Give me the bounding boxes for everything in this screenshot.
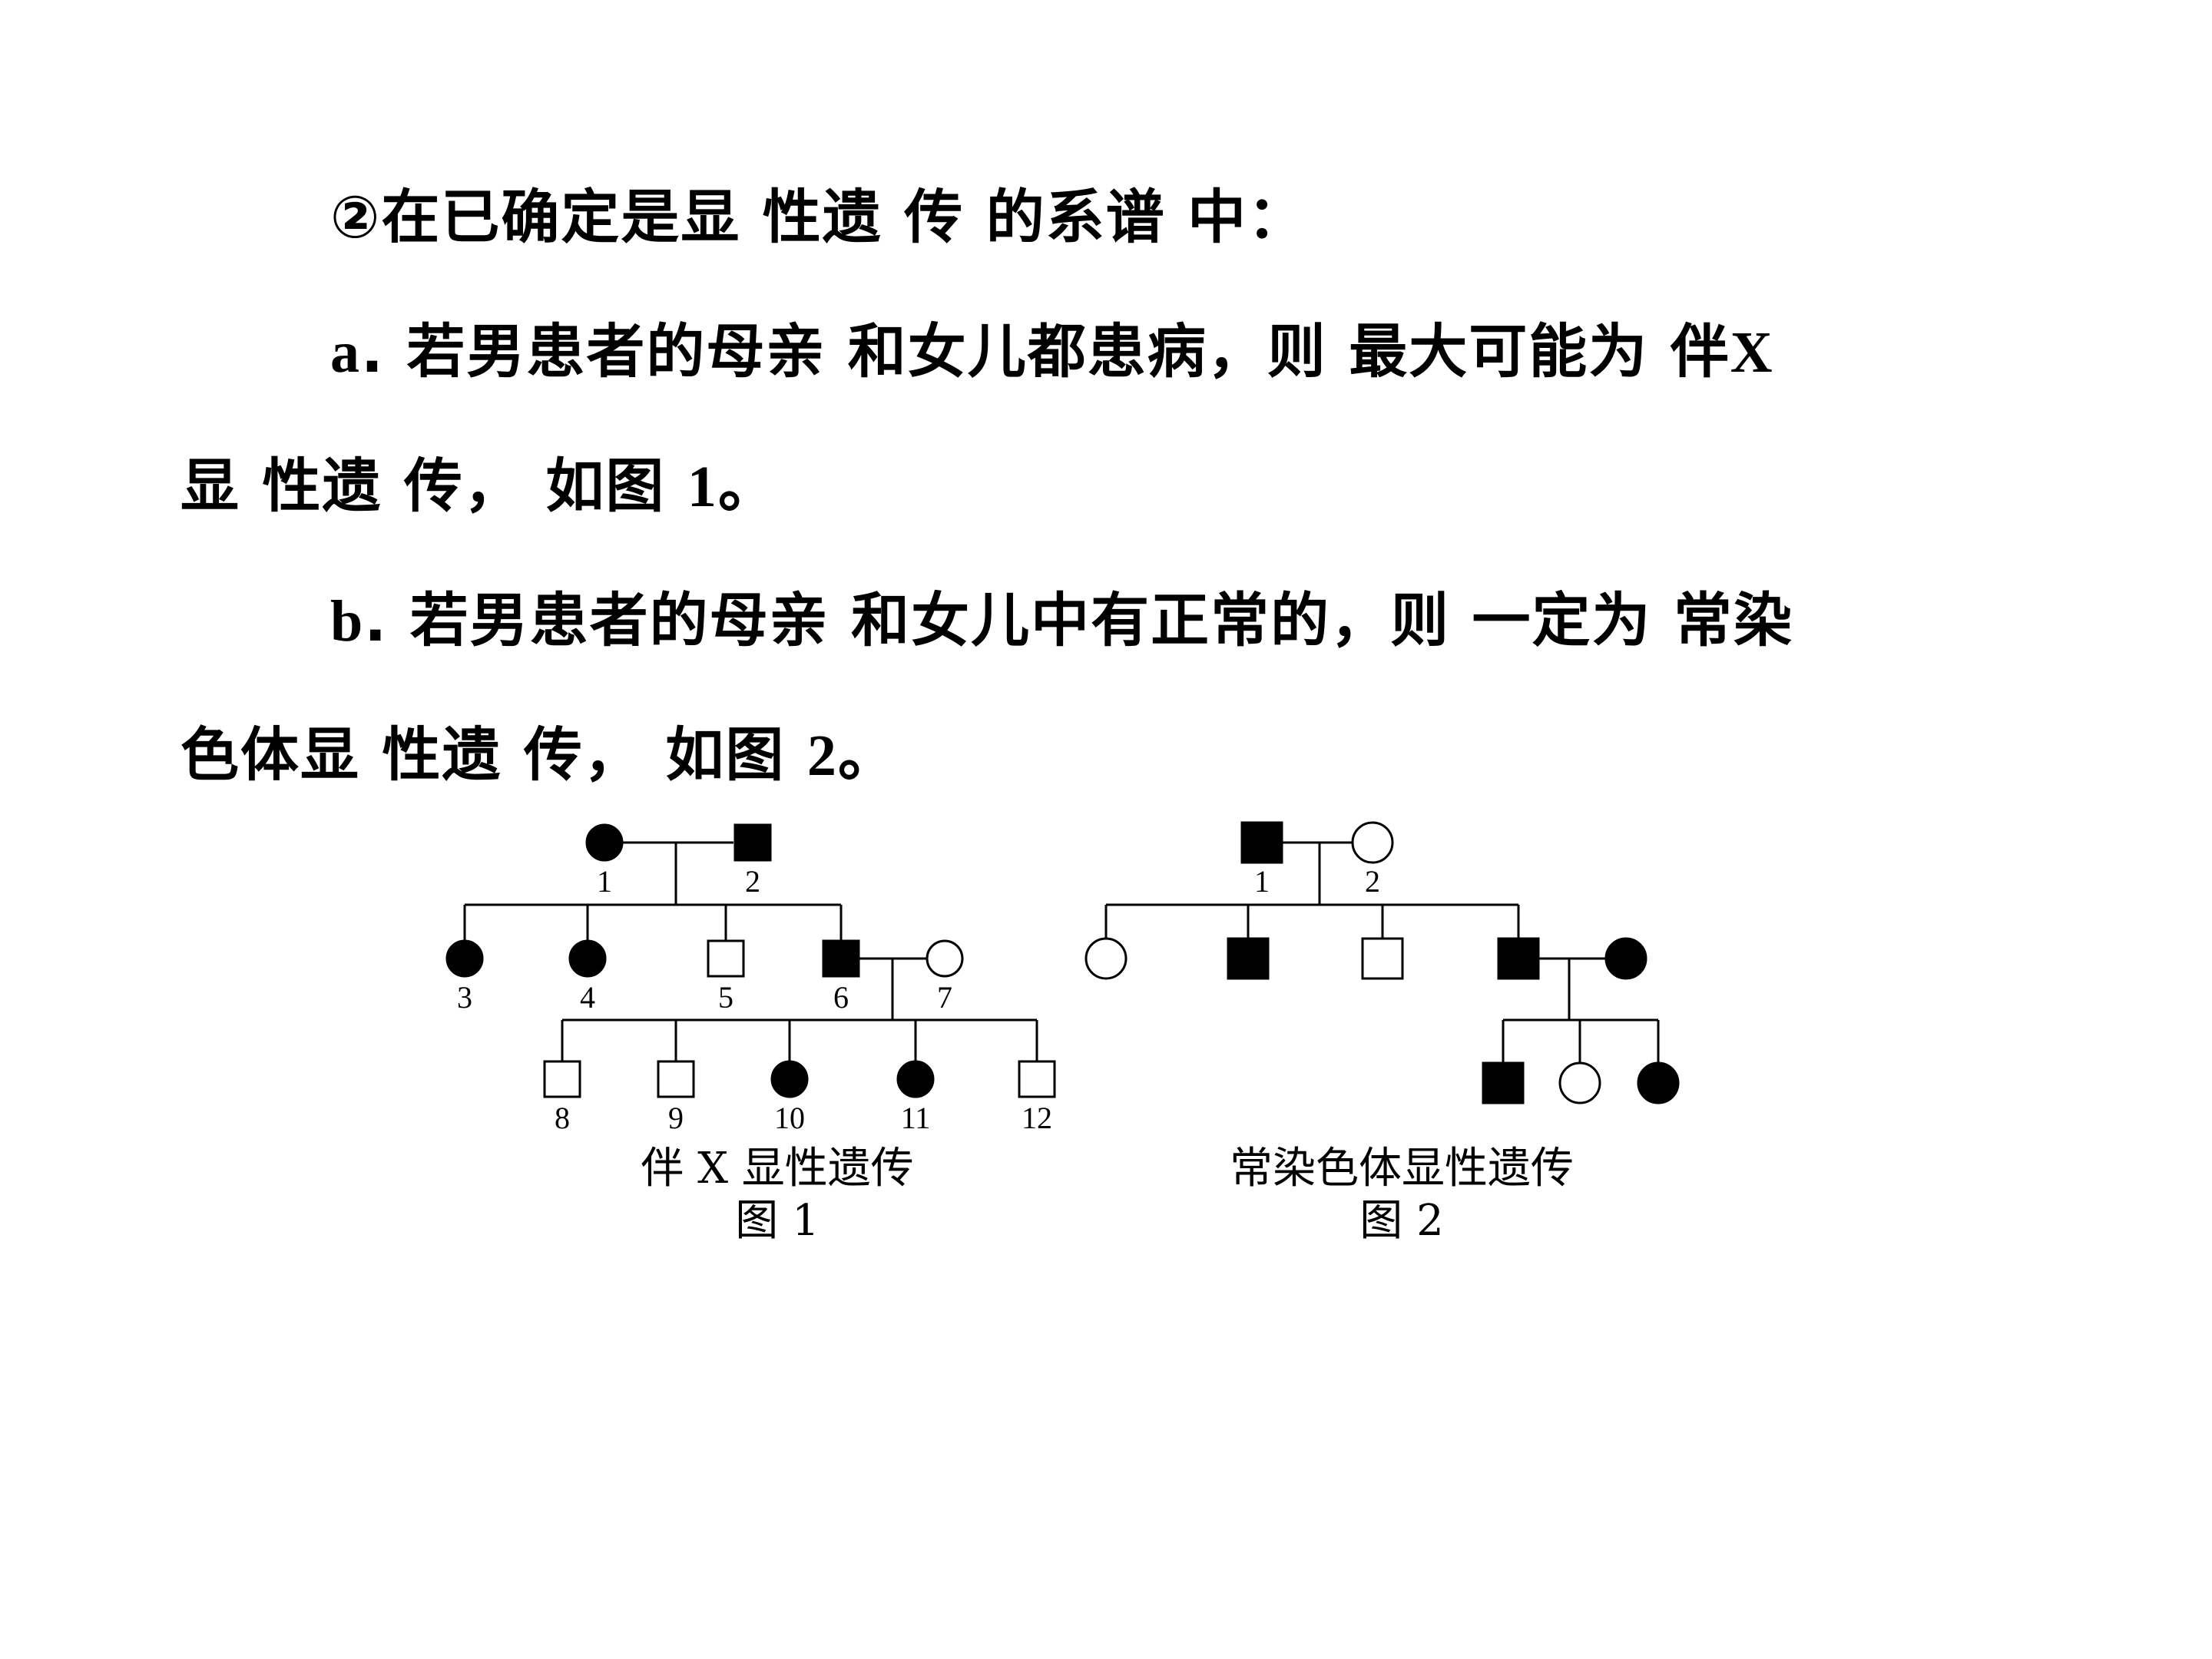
figure2-individual-affected-male [1497,937,1540,980]
figure2-individual-affected-female [1604,937,1647,980]
figure2-individual-affected-male [1482,1061,1525,1104]
point-b-continuation: 色体显 性遗 传， 如图 [180,720,807,789]
figure1-individual-number: 10 [774,1101,805,1135]
figure1-individual-affected-female [585,823,624,862]
point-b-text: . 若男患者的母亲 和女儿中有正常的，则 一定为 常染 [364,586,1793,654]
point-b-period: 。 [837,720,898,789]
figure1-individual-unaffected-male [657,1060,695,1098]
figure2-caption: 常染色体显性遗传 图 2 [1230,1144,1574,1246]
figure2-individual-unaffected-male [1361,937,1404,980]
point-a-figure-number: 1 [687,455,718,519]
figure2-individual-number: 2 [1365,864,1380,899]
figure1-individual-number: 2 [745,864,760,899]
figure1-caption-title: 伴 X 显性遗传 [641,1144,913,1194]
point-a-continuation: 显 性遗 传， 如图 [180,452,687,520]
point-b-marker: b [330,589,365,654]
figure2-individual-number: 1 [1254,864,1270,899]
figure1-individual-affected-female [770,1060,809,1098]
figure1-caption-label: 图 1 [735,1196,819,1246]
point-a-line-1: a. 若男患者的母亲 和女儿都患病，则 最大可能为 伴X [330,323,1774,382]
figure1-individual-number: 12 [1022,1101,1052,1135]
figure2-caption-label: 图 2 [1359,1196,1443,1246]
figure2-individual-unaffected-female [1558,1061,1601,1104]
figure1-individual-number: 5 [718,980,733,1015]
figure1-individual-unaffected-female [926,939,964,978]
figure1-individual-affected-female [568,939,607,978]
figure1-individual-unaffected-male [543,1060,581,1098]
point-b-figure-number: 2 [806,724,838,788]
figure1-caption: 伴 X 显性遗传 图 1 [641,1144,913,1246]
figure2-individual-affected-female [1637,1061,1680,1104]
figure2-individual-affected-male [1227,937,1270,980]
figure2-individual-unaffected-female [1084,937,1128,980]
figure1-individual-unaffected-male [707,939,745,978]
figure1-individual-affected-female [896,1060,935,1098]
figure1-individual-number: 4 [580,980,595,1015]
point-a-text: . 若男患者的母亲 和女儿都患病，则 最大可能为 伴 [361,317,1730,386]
figure2-individual-unaffected-female [1351,821,1394,864]
figure1-individual-number: 6 [833,980,849,1015]
point-b-line-2: 色体显 性遗 传， 如图 2。 [180,724,898,788]
heading-text: ②在已确定是显 性遗 传 的系谱 中： [330,183,1308,251]
figure1-individual-unaffected-male [1018,1060,1056,1098]
point-a-x-letter: X [1730,320,1774,385]
figure2-pedigree [1104,841,1660,1065]
figure1-individual-number: 1 [597,864,612,899]
figure1-individual-number: 9 [668,1101,684,1135]
figure1-individual-affected-male [822,939,860,978]
figure1-pedigree [463,841,1038,1061]
point-a-period: 。 [717,452,778,520]
figure1-individual-number: 8 [555,1101,570,1135]
figure1-individual-affected-female [445,939,484,978]
figure1-individual-number: 11 [901,1101,931,1135]
point-a-line-2: 显 性遗 传， 如图 1。 [180,455,778,519]
figure1-individual-affected-male [733,823,772,862]
figure1-individual-number: 7 [937,980,952,1015]
point-b-line-1: b. 若男患者的母亲 和女儿中有正常的，则 一定为 常染 [330,591,1793,651]
point-a-marker: a [330,320,361,385]
figure2-caption-title: 常染色体显性遗传 [1230,1144,1574,1194]
figure2-individual-affected-male [1240,821,1283,864]
heading-line: ②在已确定是显 性遗 传 的系谱 中： [330,188,1307,247]
figure1-individual-number: 3 [457,980,472,1015]
